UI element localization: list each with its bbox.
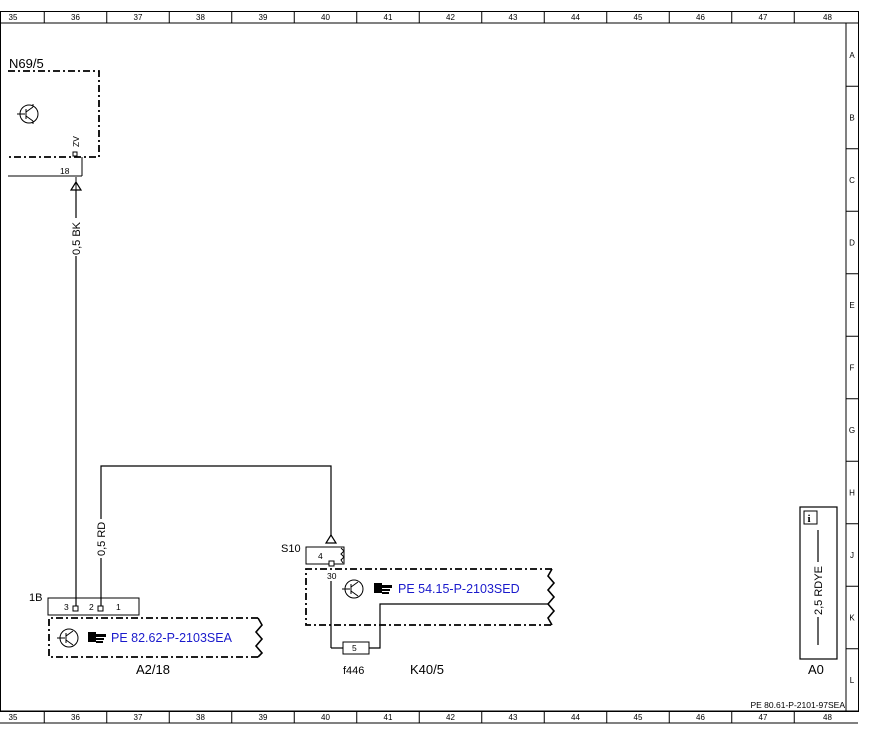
k40-housing <box>305 568 552 626</box>
row-label: K <box>849 614 855 623</box>
row-label: G <box>849 426 855 435</box>
column-label-top: 41 <box>384 13 393 22</box>
pointing-hand-icon <box>374 583 392 594</box>
column-label-bottom: 39 <box>259 713 268 722</box>
column-label-top: 38 <box>196 13 205 22</box>
column-label-top: 46 <box>696 13 705 22</box>
transistor-icon <box>342 579 364 599</box>
column-label-bottom: 41 <box>384 713 393 722</box>
row-label: H <box>849 489 855 498</box>
column-label-top: 35 <box>9 13 18 22</box>
k40-reference-link[interactable]: PE 54.15-P-2103SED <box>398 582 520 596</box>
column-label-top: 42 <box>446 13 455 22</box>
column-label-top: 39 <box>259 13 268 22</box>
column-label-bottom: 48 <box>823 713 832 722</box>
info-icon[interactable]: i <box>803 510 818 525</box>
column-label-bottom: 44 <box>571 713 580 722</box>
row-labels: A B C D E F G H J K L <box>849 51 855 685</box>
column-label-bottom: 47 <box>759 713 768 722</box>
transistor-icon <box>57 628 79 648</box>
row-label: D <box>849 239 855 248</box>
column-label-bottom: 40 <box>321 713 330 722</box>
a2-connector <box>47 597 140 616</box>
column-label-bottom: 35 <box>9 713 18 722</box>
component-a0[interactable]: i 2,5 RDYE A0 <box>799 506 838 677</box>
a0-name: A0 <box>808 662 824 677</box>
row-label: J <box>850 551 854 560</box>
row-ticks <box>846 85 858 650</box>
a2-name: A2/18 <box>136 662 170 677</box>
column-label-bottom: 45 <box>634 713 643 722</box>
fuse-number: 5 <box>352 643 357 653</box>
column-label-top: 47 <box>759 13 768 22</box>
n69-pin-label: ZV <box>71 136 81 147</box>
column-label-top: 37 <box>134 13 143 22</box>
row-label: E <box>849 301 854 310</box>
fuse <box>342 641 370 655</box>
column-labels-top: 35 36 37 38 39 40 41 42 43 44 45 46 47 48 <box>9 13 833 22</box>
column-label-bottom: 43 <box>509 713 518 722</box>
component-a2-18[interactable]: 1B 3 2 1 PE 82.62-P-2103SEA A2/18 <box>29 592 264 677</box>
k40-connector <box>305 546 345 565</box>
a2-pin-3: 3 <box>64 602 69 612</box>
column-label-top: 44 <box>571 13 580 22</box>
a2-housing <box>48 617 258 658</box>
column-label-bottom: 42 <box>446 713 455 722</box>
k40-name: K40/5 <box>410 662 444 677</box>
k40-connector-label: S10 <box>281 543 301 555</box>
wire-red-label: 0,5 RD <box>96 522 108 556</box>
column-ticks <box>43 11 795 723</box>
column-label-bottom: 36 <box>71 713 80 722</box>
row-label: A <box>849 51 855 60</box>
diagram-frame <box>0 11 859 712</box>
row-label: F <box>850 364 855 373</box>
a2-reference-link[interactable]: PE 82.62-P-2103SEA <box>111 631 233 645</box>
k40-connector-arrow <box>324 533 338 544</box>
resistor-icon <box>340 547 345 564</box>
column-label-top: 36 <box>71 13 80 22</box>
n69-housing <box>8 70 100 158</box>
column-label-top: 43 <box>509 13 518 22</box>
component-k40-5[interactable]: S10 4 30 PE 54.15-P-2103SED 5 f446 K40/5 <box>281 533 556 677</box>
column-label-bottom: 38 <box>196 713 205 722</box>
a2-pin-2: 2 <box>89 602 94 612</box>
a2-pin-1: 1 <box>116 602 121 612</box>
column-label-top: 48 <box>823 13 832 22</box>
n69-pin-number: 18 <box>60 166 70 176</box>
transistor-icon <box>17 104 39 124</box>
column-label-top: 45 <box>634 13 643 22</box>
pointing-hand-icon <box>88 632 106 643</box>
row-label: C <box>849 176 855 185</box>
a0-wire-label: 2,5 RDYE <box>813 566 825 615</box>
wire-black[interactable]: 0,5 BK <box>71 190 83 606</box>
svg-text:i: i <box>808 513 811 525</box>
column-label-bottom: 37 <box>134 713 143 722</box>
column-labels-bottom: 35 36 37 38 39 40 41 42 43 44 45 46 47 48 <box>9 713 833 722</box>
column-label-top: 40 <box>321 13 330 22</box>
wire-black-label: 0,5 BK <box>71 221 83 255</box>
a0-housing <box>799 506 838 660</box>
wire-red[interactable]: 0,5 RD <box>96 465 332 606</box>
n69-pin-contact <box>72 151 78 157</box>
a2-connector-label: 1B <box>29 592 42 604</box>
row-label: L <box>850 676 855 685</box>
component-n69-5[interactable]: N69/5 ZV 18 <box>8 56 100 191</box>
fuse-label: f446 <box>343 665 364 677</box>
column-label-bottom: 46 <box>696 713 705 722</box>
k40-pin-top: 4 <box>318 551 323 561</box>
document-id: PE 80.61-P-2101-97SEA <box>750 700 845 710</box>
row-label: B <box>849 114 854 123</box>
k40-pin-mid: 30 <box>327 571 337 581</box>
n69-name: N69/5 <box>9 56 44 71</box>
